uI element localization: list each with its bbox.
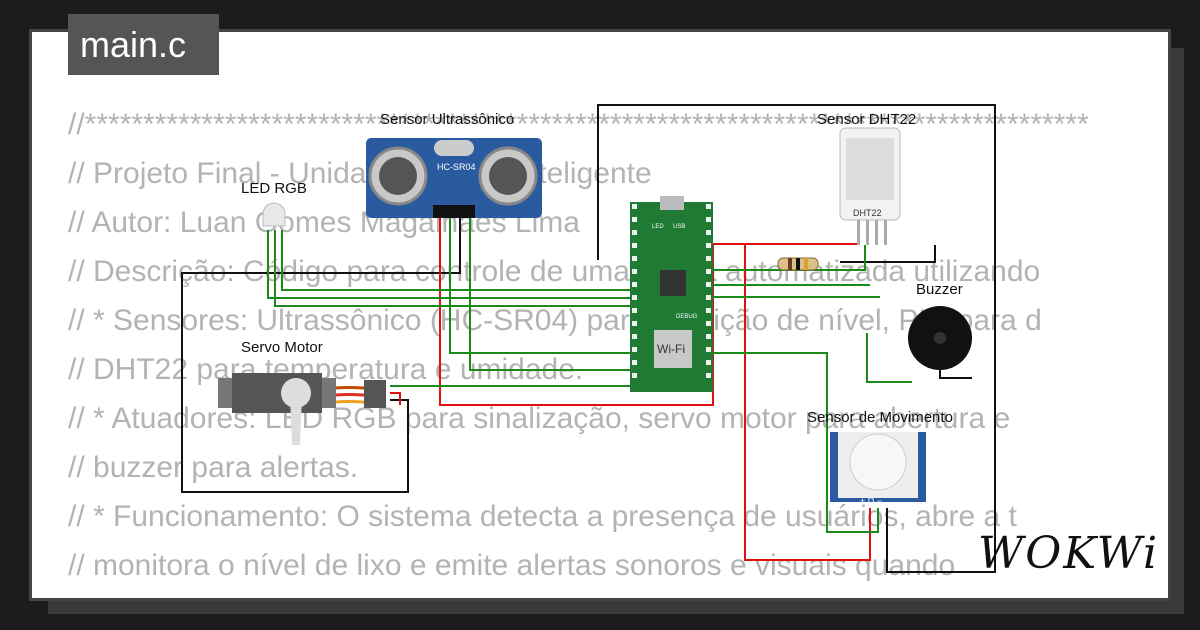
code-line: // Descrição: Código para controle de um… xyxy=(68,255,1041,288)
wire-servo-vcc xyxy=(390,392,401,405)
wire-pir-data xyxy=(713,352,879,533)
wifi-text: Wi-Fi xyxy=(657,342,685,356)
wire-buzzer-gnd xyxy=(939,370,972,379)
code-line: // buzzer para alertas. xyxy=(68,451,359,484)
wire-echo xyxy=(469,210,630,371)
label-dht: Sensor DHT22 xyxy=(817,111,916,128)
label-led: LED RGB xyxy=(241,180,307,197)
wire-dht-data xyxy=(713,245,866,271)
servo-motor xyxy=(218,373,386,445)
dht22-sensor: DHT22 xyxy=(839,127,901,245)
pico-board: Wi-Fi LED USB DEBUG xyxy=(630,196,713,392)
wokwi-logo: WOKWi xyxy=(978,528,1160,579)
wire-gnd-loop xyxy=(597,104,996,573)
wire-led-g xyxy=(267,230,630,299)
editor-frame xyxy=(29,29,1171,601)
label-ultrasonic: Sensor Ultrassônico xyxy=(380,111,514,128)
hcsr04-text: HC-SR04 xyxy=(437,162,476,172)
pir-sensor: + D − xyxy=(830,432,926,506)
label-servo: Servo Motor xyxy=(241,339,323,356)
code-line: // Projeto Final - Unidade: Lixeira Inte… xyxy=(68,157,652,190)
wire-pir-vcc xyxy=(744,244,871,561)
resistor xyxy=(777,257,819,271)
code-line: // monitora o nível de lixo e emite aler… xyxy=(68,549,956,582)
dht-chip-text: DHT22 xyxy=(853,208,882,218)
wire-dht-gnd xyxy=(840,245,936,263)
frame-shadow-bottom xyxy=(48,598,1184,614)
label-pir: Sensor de Movimento xyxy=(807,409,953,426)
pico-led-text: LED xyxy=(652,224,664,230)
wire-vcc-ultrasonic xyxy=(439,210,860,406)
buzzer xyxy=(908,306,972,370)
wire-led-r xyxy=(274,230,630,307)
label-buzzer: Buzzer xyxy=(916,281,963,298)
code-line: // * Sensores: Ultrassônico (HC-SR04) pa… xyxy=(68,304,1042,337)
code-line: //**************************************… xyxy=(68,108,1089,141)
rgb-led xyxy=(262,202,286,227)
wire-trig xyxy=(449,210,630,354)
file-tab[interactable]: main.c xyxy=(68,14,219,75)
pico-debug-text: DEBUG xyxy=(676,314,698,320)
pir-pins-text: + D − xyxy=(860,496,882,506)
code-line: // * Funcionamento: O sistema detecta a … xyxy=(68,500,1017,533)
pico-usb-text: USB xyxy=(673,224,685,230)
wire-led-b xyxy=(281,230,630,291)
frame-shadow-right xyxy=(1168,48,1184,614)
wire-ultrasonic-gnd xyxy=(181,210,461,493)
wire-buzzer-signal xyxy=(866,333,912,383)
ultrasonic-sensor: HC-SR04 xyxy=(366,138,542,218)
